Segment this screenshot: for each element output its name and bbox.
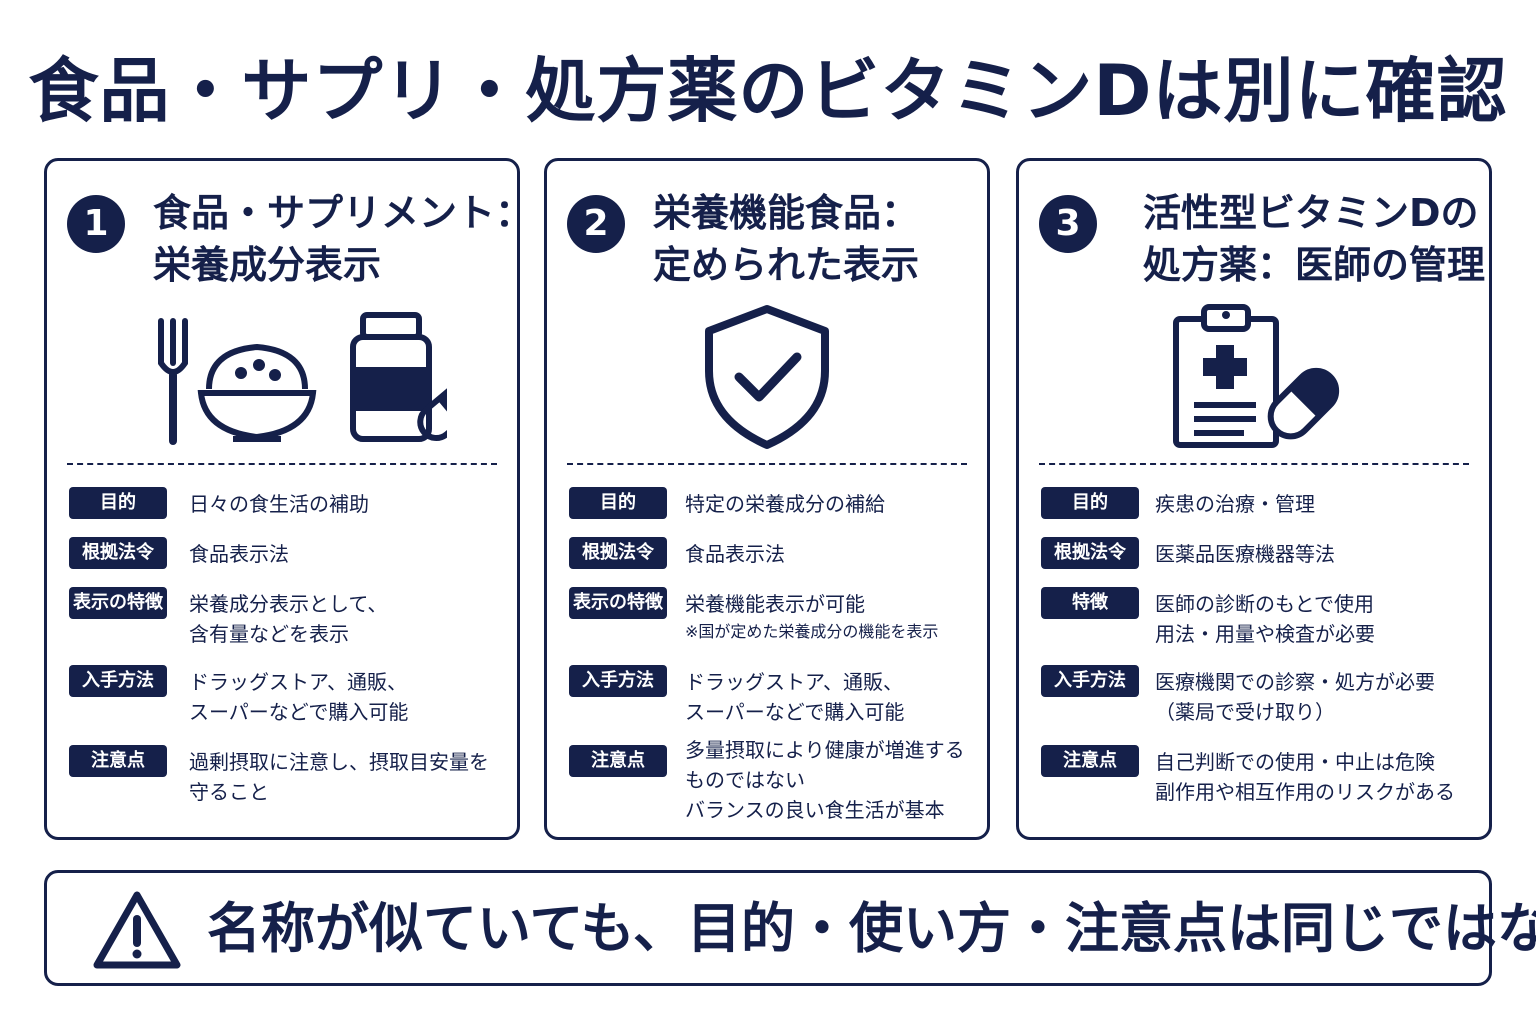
row-label: 目的 <box>1041 487 1139 519</box>
row-note: ※国が定めた栄養成分の機能を表示 <box>685 622 939 641</box>
prescription-illustration <box>1019 301 1489 451</box>
row-text: 医療機関での診察・処方が必要 （薬局で受け取り） <box>1155 667 1479 727</box>
row-text: 自己判断での使用・中止は危険 副作用や相互作用のリスクがある <box>1155 747 1479 807</box>
card-prescription-drug: 3 活性型ビタミンDの 処方薬：医師の管理 目的 <box>1016 158 1492 840</box>
row-text: 過剰摂取に注意し、摂取目安量を 守ること <box>189 747 507 807</box>
row-text-line: 疾患の治療・管理 <box>1155 492 1315 516</box>
card-title-line: 定められた表示 <box>653 243 920 287</box>
banner-text: 名称が似ていても、目的・使い方・注意点は同じではない <box>207 897 1536 960</box>
rice-bowl-icon <box>197 343 317 442</box>
row-text: ドラッグストア、通販、 スーパーなどで購入可能 <box>685 667 977 727</box>
row-label: 根拠法令 <box>1041 537 1139 569</box>
row-text-line: 多量摂取により健康が増進する <box>685 738 965 762</box>
card-food-supplement: 1 食品・サプリメント： 栄養成分表示 <box>44 158 534 840</box>
row-text-line: 栄養機能表示が可能 <box>685 592 865 616</box>
prescription-clipboard-icon <box>1173 304 1279 448</box>
nutrient-function-illustration <box>547 301 987 451</box>
food-supplement-illustration <box>47 301 517 451</box>
row-label: 注意点 <box>1041 745 1139 777</box>
card-header: 1 食品・サプリメント： 栄養成分表示 <box>67 187 534 297</box>
row-text-line: 日々の食生活の補助 <box>189 492 369 516</box>
fork-icon <box>158 318 188 445</box>
row-label: 表示の特徴 <box>69 587 167 619</box>
row-label: 入手方法 <box>69 665 167 697</box>
warning-banner: 名称が似ていても、目的・使い方・注意点は同じではない <box>44 870 1536 986</box>
row-text-line: 医療機関での診察・処方が必要 <box>1155 670 1435 694</box>
card-title: 活性型ビタミンDの 処方薬：医師の管理 <box>1143 187 1486 291</box>
card-header: 3 活性型ビタミンDの 処方薬：医師の管理 <box>1039 187 1486 297</box>
row-text-line: 医師の診断のもとで使用 <box>1155 592 1374 616</box>
row-label: 注意点 <box>69 745 167 777</box>
row-text-line: 栄養成分表示として、 <box>189 592 388 616</box>
row-text: 食品表示法 <box>189 539 507 569</box>
row-text-line: バランスの良い食生活が基本 <box>685 798 945 822</box>
row-label: 目的 <box>569 487 667 519</box>
row-text-line: 自己判断での使用・中止は危険 <box>1155 750 1435 774</box>
number-badge: 1 <box>67 195 125 253</box>
number-badge: 3 <box>1039 195 1097 253</box>
capsule-icon <box>417 383 447 441</box>
card-title: 栄養機能食品： 定められた表示 <box>653 187 977 291</box>
dashed-divider <box>1039 463 1469 465</box>
row-text: 医薬品医療機器等法 <box>1155 539 1479 569</box>
number-badge: 2 <box>567 195 625 253</box>
warning-triangle-icon <box>93 891 181 969</box>
row-text: 栄養機能表示が可能 ※国が定めた栄養成分の機能を表示 <box>685 589 977 645</box>
row-text-line: 食品表示法 <box>685 542 785 566</box>
card-title-line: 栄養機能食品： <box>653 191 920 235</box>
row-label: 特徴 <box>1041 587 1139 619</box>
capsule-icon <box>1267 367 1340 440</box>
row-text-line: （薬局で受け取り） <box>1155 700 1335 724</box>
row-text-line: 特定の栄養成分の補給 <box>685 492 885 516</box>
shield-check-icon <box>705 305 829 449</box>
supplement-bottle-icon <box>350 312 432 442</box>
row-text-line: ドラッグストア、通販、 <box>685 670 903 694</box>
card-title-line: 活性型ビタミンDの <box>1143 191 1479 235</box>
row-text-line: スーパーなどで購入可能 <box>189 700 409 724</box>
row-label: 入手方法 <box>569 665 667 697</box>
row-text-line: 副作用や相互作用のリスクがある <box>1155 780 1455 804</box>
row-text-line: 用法・用量や検査が必要 <box>1155 622 1375 646</box>
row-text-line: ものではない <box>685 768 805 792</box>
row-text-line: 医薬品医療機器等法 <box>1155 542 1335 566</box>
row-text: 疾患の治療・管理 <box>1155 489 1479 519</box>
row-label: 入手方法 <box>1041 665 1139 697</box>
dashed-divider <box>67 463 497 465</box>
row-text: 食品表示法 <box>685 539 977 569</box>
row-text: 特定の栄養成分の補給 <box>685 489 977 519</box>
row-text-line: スーパーなどで購入可能 <box>685 700 905 724</box>
row-text: 医師の診断のもとで使用 用法・用量や検査が必要 <box>1155 589 1479 649</box>
row-label: 目的 <box>69 487 167 519</box>
card-nutrient-function-food: 2 栄養機能食品： 定められた表示 目的 特定の栄養成分の補給 根拠法令 食品表… <box>544 158 990 840</box>
row-label: 根拠法令 <box>569 537 667 569</box>
row-label: 根拠法令 <box>69 537 167 569</box>
row-text-line: 食品表示法 <box>189 542 289 566</box>
dashed-divider <box>567 463 967 465</box>
card-title: 食品・サプリメント： 栄養成分表示 <box>153 187 534 291</box>
row-label: 表示の特徴 <box>569 587 667 619</box>
row-text: 日々の食生活の補助 <box>189 489 507 519</box>
row-text: ドラッグストア、通販、 スーパーなどで購入可能 <box>189 667 507 727</box>
row-text: 多量摂取により健康が増進する ものではない バランスの良い食生活が基本 <box>685 735 977 825</box>
card-header: 2 栄養機能食品： 定められた表示 <box>567 187 977 297</box>
row-label: 注意点 <box>569 745 667 777</box>
row-text-line: ドラッグストア、通販、 <box>189 670 407 694</box>
page-title: 食品・サプリ・処方薬のビタミンDは別に確認 <box>28 50 1508 132</box>
row-text-line: 過剰摂取に注意し、摂取目安量を <box>189 750 489 774</box>
card-title-line: 食品・サプリメント： <box>153 191 534 235</box>
row-text-line: 守ること <box>189 780 269 804</box>
row-text: 栄養成分表示として、 含有量などを表示 <box>189 589 507 649</box>
card-title-line: 処方薬：医師の管理 <box>1143 243 1486 287</box>
card-title-line: 栄養成分表示 <box>153 243 382 287</box>
row-text-line: 含有量などを表示 <box>189 622 349 646</box>
